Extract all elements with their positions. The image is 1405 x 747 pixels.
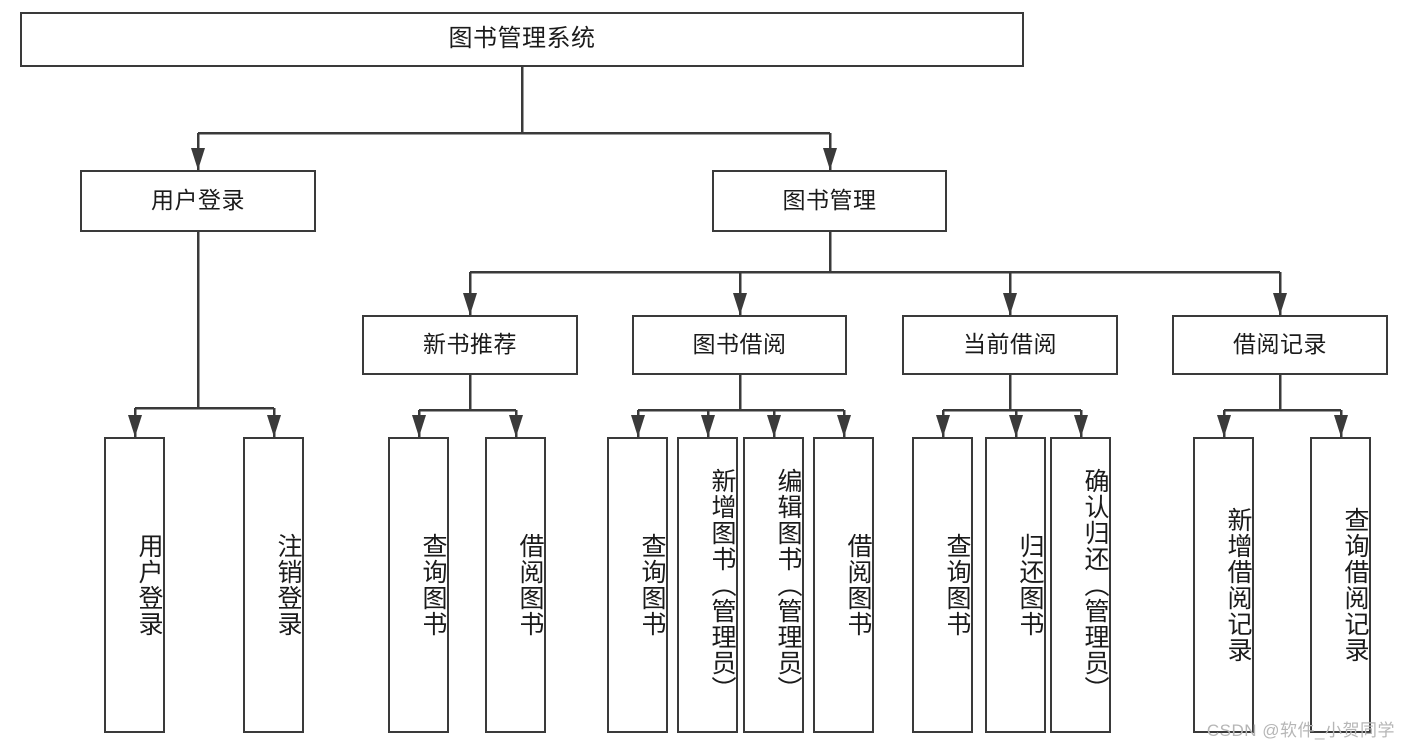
arrowhead bbox=[631, 415, 645, 437]
arrowhead bbox=[1009, 415, 1023, 437]
arrowhead bbox=[1217, 415, 1231, 437]
arrowhead bbox=[701, 415, 715, 437]
node-label: 图书借阅 bbox=[692, 331, 787, 358]
node-current-3[interactable]: 确认归还（管理员） bbox=[1050, 437, 1111, 733]
node-login[interactable]: 用户登录 bbox=[80, 170, 316, 232]
arrowhead bbox=[128, 415, 142, 437]
arrowhead bbox=[936, 415, 950, 437]
arrowhead bbox=[767, 415, 781, 437]
node-label: 新增借阅记录 bbox=[1224, 507, 1252, 663]
node-newbook-2[interactable]: 借阅图书 bbox=[485, 437, 546, 733]
arrowhead bbox=[837, 415, 851, 437]
node-root[interactable]: 图书管理系统 bbox=[20, 12, 1024, 67]
arrowhead bbox=[1273, 293, 1287, 315]
node-record-1[interactable]: 新增借阅记录 bbox=[1193, 437, 1254, 733]
watermark: CSDN @软件_小贺同学 bbox=[1206, 721, 1395, 740]
node-bookmgmt[interactable]: 图书管理 bbox=[712, 170, 947, 232]
node-record[interactable]: 借阅记录 bbox=[1172, 315, 1388, 375]
node-label: 借阅图书 bbox=[844, 533, 872, 637]
node-label: 新书推荐 bbox=[423, 331, 517, 358]
node-login-2[interactable]: 注销登录 bbox=[243, 437, 304, 733]
node-borrow-2[interactable]: 新增图书（管理员） bbox=[677, 437, 738, 733]
node-record-2[interactable]: 查询借阅记录 bbox=[1310, 437, 1371, 733]
node-label: 归还图书 bbox=[1016, 533, 1044, 637]
node-label: 查询借阅记录 bbox=[1341, 507, 1369, 663]
arrowhead bbox=[1334, 415, 1348, 437]
node-label: 用户登录 bbox=[135, 533, 163, 637]
node-label: 注销登录 bbox=[274, 533, 302, 637]
node-newbook-1[interactable]: 查询图书 bbox=[388, 437, 449, 733]
node-label: 查询图书 bbox=[419, 533, 447, 637]
arrowhead bbox=[823, 148, 837, 170]
node-current-2[interactable]: 归还图书 bbox=[985, 437, 1046, 733]
node-label: 用户登录 bbox=[151, 187, 245, 214]
arrowhead bbox=[509, 415, 523, 437]
node-borrow-4[interactable]: 借阅图书 bbox=[813, 437, 874, 733]
node-current[interactable]: 当前借阅 bbox=[902, 315, 1118, 375]
arrowhead bbox=[1003, 293, 1017, 315]
node-label: 确认归还（管理员） bbox=[1081, 468, 1109, 702]
node-label: 编辑图书（管理员） bbox=[774, 468, 802, 702]
node-login-1[interactable]: 用户登录 bbox=[104, 437, 165, 733]
node-current-1[interactable]: 查询图书 bbox=[912, 437, 973, 733]
node-newbook[interactable]: 新书推荐 bbox=[362, 315, 578, 375]
arrowhead bbox=[733, 293, 747, 315]
node-label: 图书管理 bbox=[782, 187, 877, 214]
node-label: 借阅图书 bbox=[516, 533, 544, 637]
arrowhead bbox=[191, 148, 205, 170]
node-label: 图书管理系统 bbox=[448, 25, 596, 53]
node-label: 查询图书 bbox=[638, 533, 666, 637]
node-borrow-3[interactable]: 编辑图书（管理员） bbox=[743, 437, 804, 733]
node-label: 当前借阅 bbox=[963, 331, 1057, 358]
node-label: 借阅记录 bbox=[1233, 331, 1327, 358]
node-label: 新增图书（管理员） bbox=[708, 468, 736, 702]
node-borrow[interactable]: 图书借阅 bbox=[632, 315, 847, 375]
arrowhead bbox=[267, 415, 281, 437]
arrowhead bbox=[463, 293, 477, 315]
arrowhead bbox=[412, 415, 426, 437]
node-label: 查询图书 bbox=[943, 533, 971, 637]
arrowhead bbox=[1074, 415, 1088, 437]
node-borrow-1[interactable]: 查询图书 bbox=[607, 437, 668, 733]
